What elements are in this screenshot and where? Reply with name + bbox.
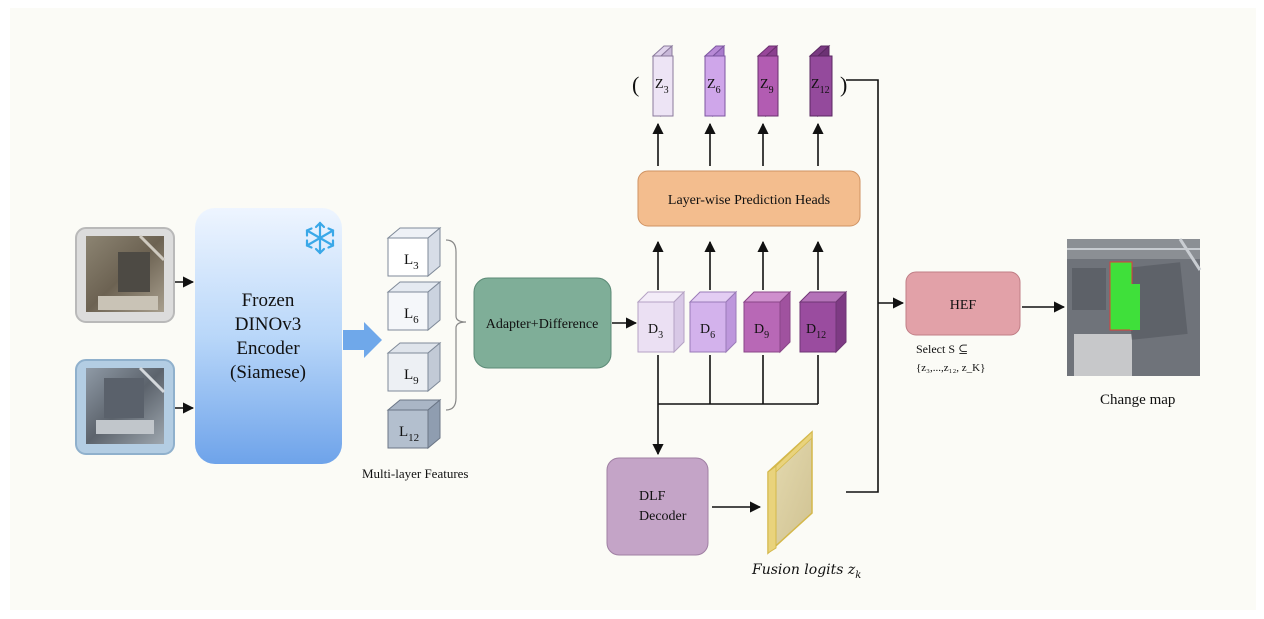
diff-cube-d3-face xyxy=(637,301,675,353)
feature-cube-l3: L3 xyxy=(386,226,442,278)
close-paren: ) xyxy=(840,72,847,97)
diff-label-d3: D3 xyxy=(648,322,663,341)
change-map-image xyxy=(1067,238,1202,376)
frozen-encoder-block: Frozen DINOv3 Encoder (Siamese) xyxy=(195,208,342,464)
encoder-output-arrow xyxy=(343,322,382,358)
diff-label-d12: D12 xyxy=(806,322,826,341)
feature-label-l12: L12 xyxy=(399,424,419,444)
input-image-pre xyxy=(75,227,175,323)
prediction-z6-face xyxy=(704,55,726,117)
decoder-label-line1: DLF xyxy=(639,489,666,504)
hef-label: HEF xyxy=(950,298,977,313)
encoder-label-line2: DINOv3 xyxy=(235,314,302,335)
prediction-z9-face xyxy=(757,55,779,117)
prediction-heads-label: Layer-wise Prediction Heads xyxy=(668,193,830,208)
hef-block: HEF xyxy=(905,271,1021,336)
prediction-label-z9: Z9 xyxy=(760,77,774,96)
feature-cube-l9: L9 xyxy=(386,341,442,393)
encoder-label-line3: Encoder xyxy=(236,338,300,359)
diff-cube-d6: D6 xyxy=(688,290,738,354)
diff-cube-d12-face xyxy=(799,301,837,353)
prediction-heads-block: Layer-wise Prediction Heads xyxy=(637,170,861,227)
hef-input-lines xyxy=(846,79,879,493)
fusion-logits-map xyxy=(767,430,813,555)
adapter-difference-block: Adapter+Difference xyxy=(473,277,612,369)
diff-cube-d6-face xyxy=(689,301,727,353)
diff-cube-d3: D3 xyxy=(636,290,686,354)
multi-layer-features-caption: Multi-layer Features xyxy=(362,466,469,481)
snowflake-icon xyxy=(305,221,335,255)
feature-label-l6: L6 xyxy=(404,306,419,326)
feature-label-l9: L9 xyxy=(404,367,419,387)
diff-cube-d9: D9 xyxy=(742,290,792,354)
prediction-z3: Z3 xyxy=(651,44,674,118)
dlf-decoder-block: DLF Decoder xyxy=(606,457,709,556)
prediction-z3-face xyxy=(652,55,674,117)
adapter-label: Adapter+Difference xyxy=(486,317,599,332)
diff-label-d6: D6 xyxy=(700,322,715,341)
features-brace xyxy=(445,239,467,411)
hef-select-line1: Select S ⊆ xyxy=(916,342,968,356)
prediction-label-z3: Z3 xyxy=(655,77,669,96)
diff-cube-d12: D12 xyxy=(798,290,848,354)
change-map-caption: Change map xyxy=(1100,392,1175,408)
open-paren: ( xyxy=(632,72,639,97)
prediction-label-z6: Z6 xyxy=(707,77,721,96)
decoder-label-line2: Decoder xyxy=(639,509,687,524)
encoder-label-line1: Frozen xyxy=(242,290,295,311)
encoder-label-line4: (Siamese) xyxy=(230,362,306,383)
diff-cube-d9-face xyxy=(743,301,781,353)
fusion-logits-label: Fusion logits zk xyxy=(751,562,861,581)
feature-cube-l6: L6 xyxy=(386,280,442,332)
prediction-z9: Z9 xyxy=(756,44,779,118)
input-image-post xyxy=(75,359,175,455)
prediction-label-z12: Z12 xyxy=(811,77,830,96)
prediction-z6: Z6 xyxy=(703,44,726,118)
diff-label-d9: D9 xyxy=(754,322,769,341)
feature-cube-l12: L12 xyxy=(386,398,442,450)
prediction-z12: Z12 xyxy=(808,44,833,118)
decoder-merge-lines xyxy=(657,355,819,405)
hef-select-line2: {z₃,...,z₁₂, z_K} xyxy=(916,362,985,374)
feature-label-l3: L3 xyxy=(404,252,419,272)
prediction-z12-face xyxy=(809,55,833,117)
